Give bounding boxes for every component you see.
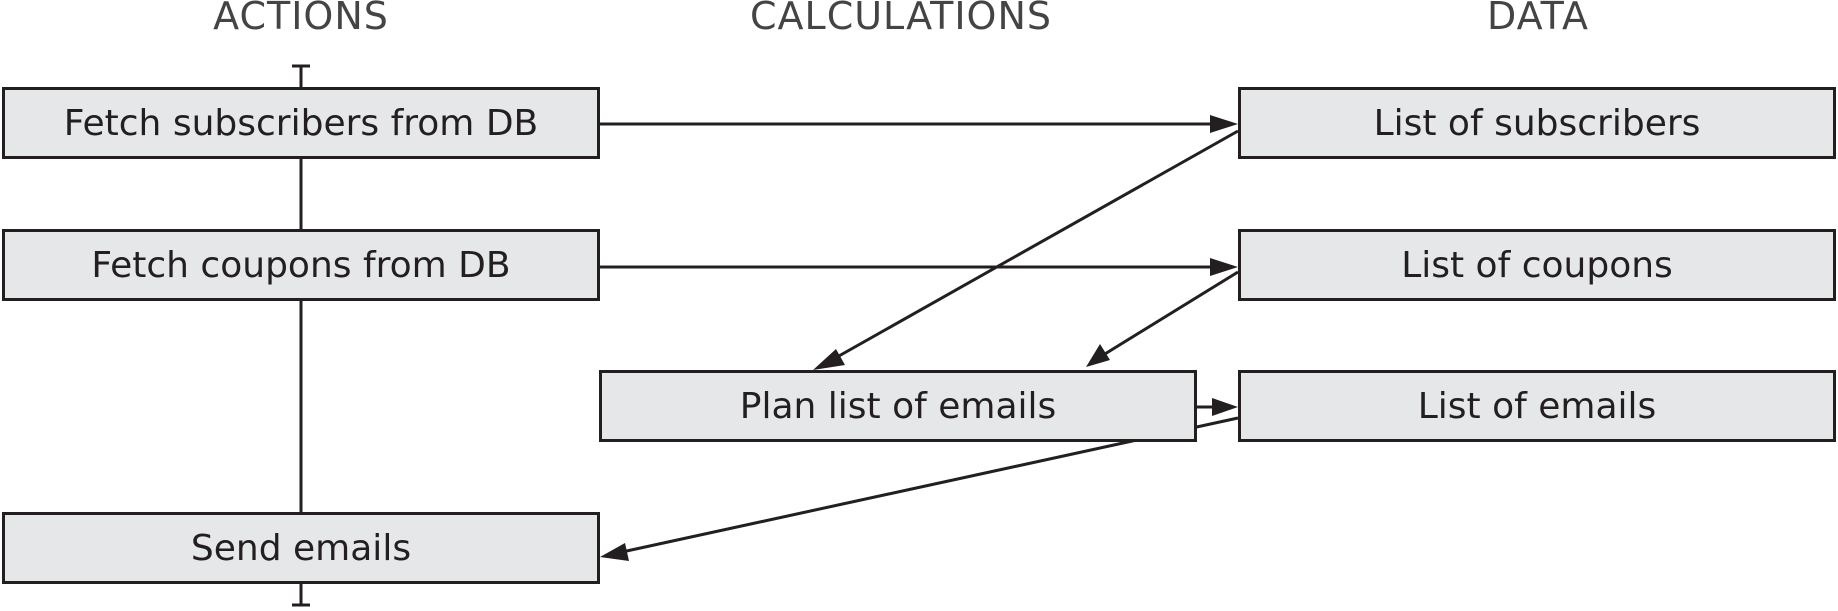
list-of-subscribers-box: List of subscribers: [1238, 87, 1836, 159]
arrow-fetch-subscribers-to-list-of-subscribers: [599, 115, 1238, 133]
arrow-list-of-subscribers-to-plan-list-of-emails: [813, 129, 1239, 370]
list-of-emails-box: List of emails: [1238, 370, 1836, 442]
fetch-coupons-box: Fetch coupons from DB: [2, 229, 600, 301]
list-of-coupons-box: List of coupons: [1238, 229, 1836, 301]
arrow-list-of-coupons-to-plan-list-of-emails: [1086, 270, 1239, 367]
calculations-column-header: CALCULATIONS: [749, 0, 1053, 38]
send-emails-box: Send emails: [2, 512, 600, 584]
arrow-fetch-coupons-to-list-of-coupons: [599, 258, 1238, 276]
arrow-plan-list-of-emails-to-list-of-emails: [1196, 398, 1238, 416]
data-column-header: DATA: [1487, 0, 1589, 38]
plan-list-of-emails-box: Plan list of emails: [599, 370, 1197, 442]
fetch-subscribers-box: Fetch subscribers from DB: [2, 87, 600, 159]
actions-column-header: ACTIONS: [213, 0, 389, 38]
